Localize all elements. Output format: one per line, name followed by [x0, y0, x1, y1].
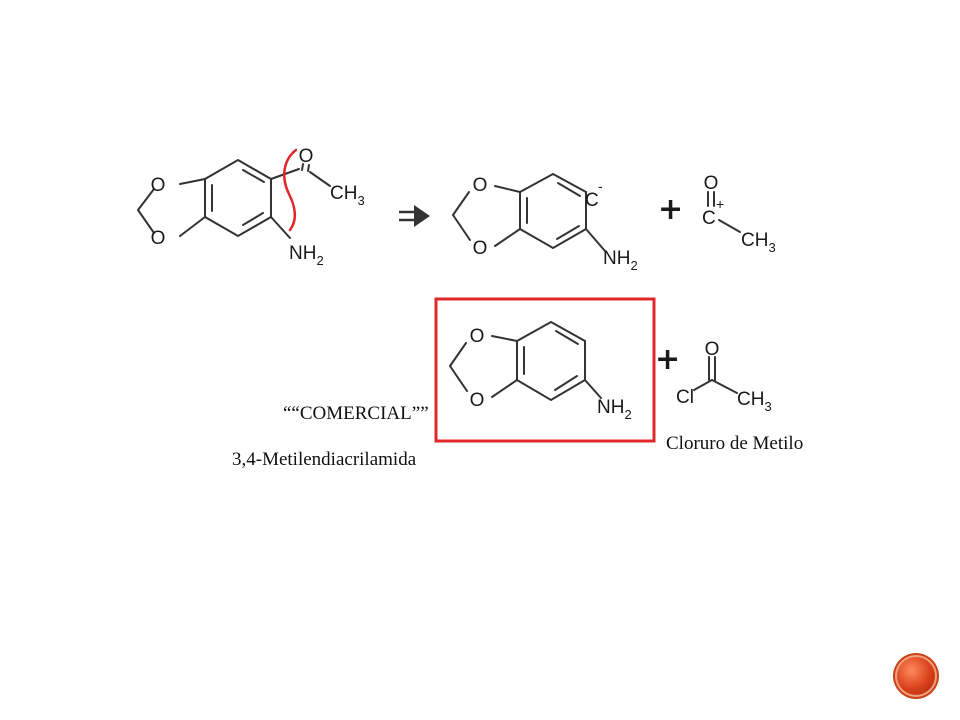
- atom-o-ring-top: O: [470, 326, 485, 347]
- label-reagent-name: Cloruro de Metilo: [666, 433, 804, 454]
- highlight-box: [434, 297, 656, 443]
- decorative-circle-icon: [897, 657, 935, 695]
- charge-plus: +: [716, 196, 724, 212]
- molecule-acylium: O C + CH3: [702, 173, 776, 255]
- group-ch3: CH3: [737, 389, 772, 414]
- group-ch3: CH3: [741, 230, 776, 255]
- cleavage-mark: [283, 148, 298, 232]
- label-compound-name: 3,4-Metilendiacrilamida: [232, 449, 417, 470]
- label-commercial: ““COMERCIAL””: [283, 403, 429, 424]
- atom-o-carbonyl: O: [705, 339, 720, 360]
- charge-minus: -: [598, 178, 603, 194]
- atom-o-acylium: O: [704, 173, 719, 194]
- atom-c-cation: C: [702, 208, 716, 229]
- atom-o-ring-top: O: [151, 175, 166, 196]
- double-arrow-right-icon: [399, 205, 430, 227]
- atom-c-anion: C: [585, 190, 599, 211]
- molecule-acid-chloride: O Cl CH3: [676, 339, 772, 414]
- group-nh2: NH2: [603, 248, 638, 273]
- atom-o-ring-bottom: O: [151, 228, 166, 249]
- group-nh2: NH2: [597, 397, 632, 422]
- molecule-benzodioxol-amine: O O NH2: [449, 320, 632, 422]
- plus-sign-top: +: [658, 192, 683, 227]
- plus-sign-bottom: +: [655, 342, 680, 377]
- molecule-carbanion: O O C - NH2: [452, 172, 638, 273]
- molecule-starting-ketone: O O O CH3 NH2: [137, 146, 365, 268]
- group-nh2: NH2: [289, 243, 324, 268]
- atom-o-ring-top: O: [473, 175, 488, 196]
- atom-o-ring-bottom: O: [470, 390, 485, 411]
- atom-o-ring-bottom: O: [473, 238, 488, 259]
- atom-cl: Cl: [676, 387, 694, 408]
- atom-o-carbonyl: O: [299, 146, 314, 167]
- group-ch3: CH3: [330, 183, 365, 208]
